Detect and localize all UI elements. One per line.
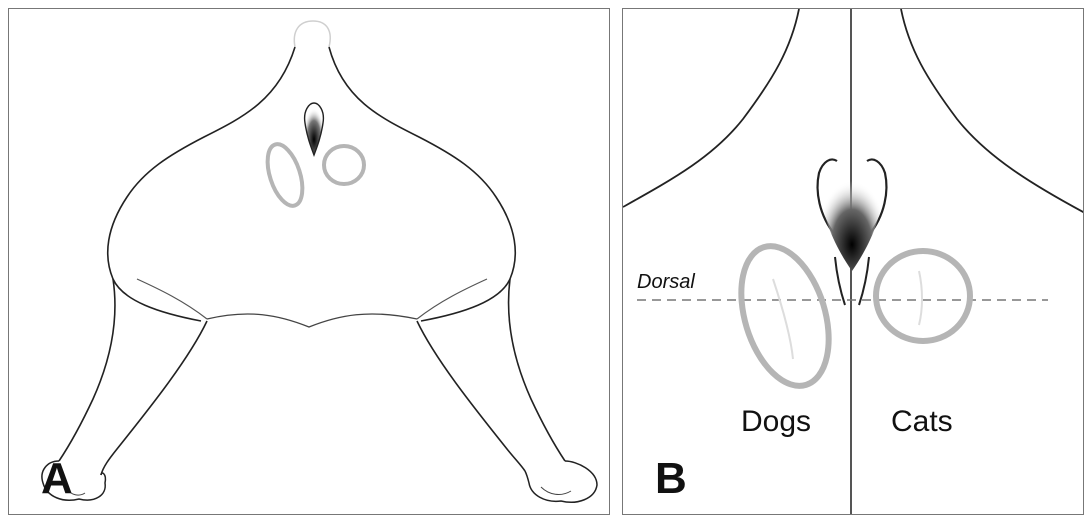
closeup-drawing: [623, 9, 1084, 515]
anus-fill: [822, 165, 883, 271]
panel-a: A: [8, 8, 610, 515]
dorsal-label: Dorsal: [637, 272, 695, 292]
panel-letter-a: A: [41, 457, 73, 501]
panel-b: Dorsal Dogs Cats B: [622, 8, 1084, 515]
flank-curve-left: [137, 279, 207, 319]
anal-sac-right: [324, 146, 364, 184]
tail-outline: [294, 21, 330, 47]
anal-sac-left: [261, 140, 309, 210]
body-curve-left: [623, 9, 799, 207]
body-outline-right: [329, 47, 515, 321]
cats-label: Cats: [891, 407, 953, 437]
right-leg-outline: [509, 279, 565, 461]
right-leg-inner: [417, 321, 525, 471]
dogs-label: Dogs: [741, 407, 811, 437]
anus-mark: [305, 103, 324, 155]
animal-outline-drawing: [9, 9, 610, 515]
panel-letter-b: B: [655, 457, 687, 501]
left-leg-inner: [101, 321, 207, 475]
body-curve-right: [901, 9, 1084, 213]
flank-curve-right: [417, 279, 487, 319]
belly-line: [207, 314, 417, 327]
right-paw: [525, 461, 597, 502]
left-leg-outline: [59, 279, 115, 461]
body-outline-left: [108, 47, 295, 321]
